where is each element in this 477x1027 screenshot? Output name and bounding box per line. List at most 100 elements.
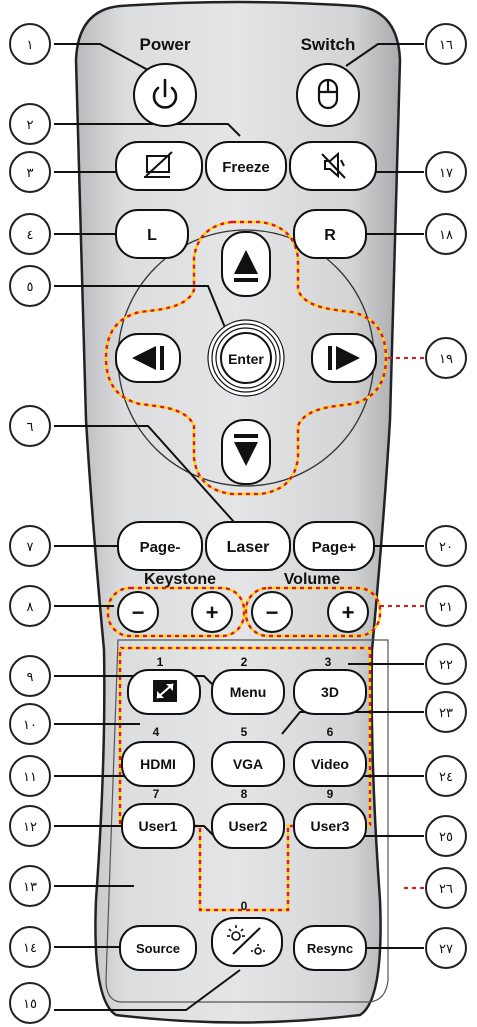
keypad-panel	[105, 639, 389, 1003]
r-button[interactable]: R	[293, 209, 367, 259]
svg-text:١١: ١١	[23, 770, 37, 785]
callout-8: ٨	[9, 585, 51, 627]
dpad-highlight-yellow	[104, 220, 388, 496]
display-mode-icon	[227, 925, 265, 955]
source-label: Source	[136, 941, 180, 956]
user1-button[interactable]: User1	[121, 803, 195, 849]
callout-10: ١٠	[9, 703, 51, 745]
freeze-button[interactable]: Freeze	[205, 141, 287, 191]
resync-button[interactable]: Resync	[293, 925, 367, 971]
keypad-number: 8	[241, 787, 248, 801]
svg-text:١٧: ١٧	[439, 166, 453, 181]
left-button[interactable]	[115, 333, 181, 383]
page-down-button[interactable]: Page-	[117, 521, 203, 571]
callout-27: ٢٧	[425, 927, 467, 969]
page-plus-label: Page+	[312, 539, 357, 556]
callout-1: ١	[9, 23, 51, 65]
user3-button[interactable]: User3	[293, 803, 367, 849]
callout-17: ١٧	[425, 151, 467, 193]
svg-text:١٤: ١٤	[23, 941, 37, 956]
keypad-number: 4	[153, 725, 160, 739]
power-icon	[152, 78, 178, 109]
3d-label: 3D	[321, 684, 339, 700]
arrow-right-icon	[328, 346, 360, 370]
svg-text:٢٧: ٢٧	[439, 942, 453, 957]
callout-18: ١٨	[425, 213, 467, 255]
hdmi-button[interactable]: HDMI	[121, 741, 195, 787]
callout-9: ٩	[9, 655, 51, 697]
callout-24: ٢٤	[425, 755, 467, 797]
vga-label: VGA	[233, 756, 263, 772]
video-label: Video	[311, 756, 349, 772]
mute-icon	[321, 151, 346, 179]
power-button[interactable]	[133, 63, 197, 127]
callout-25: ٢٥	[425, 815, 467, 857]
svg-text:٢٠: ٢٠	[439, 540, 453, 555]
keystone-plus-label: +	[206, 600, 219, 625]
resync-label: Resync	[307, 941, 353, 956]
mode-button[interactable]	[211, 917, 283, 967]
svg-text:٤: ٤	[27, 228, 34, 243]
laser-label: Laser	[227, 539, 270, 556]
keypad-highlight-yellow	[118, 646, 372, 912]
callout-15: ١٥	[9, 982, 51, 1024]
user2-label: User2	[229, 818, 268, 834]
keystone-highlight-yellow	[106, 586, 246, 638]
user3-label: User3	[311, 818, 350, 834]
switch-button[interactable]	[296, 63, 360, 127]
volume-minus-label: −	[266, 600, 279, 625]
video-button[interactable]: Video	[293, 741, 367, 787]
laser-button[interactable]: Laser	[205, 521, 291, 571]
arrow-down-icon	[234, 434, 258, 466]
blank-button[interactable]	[115, 141, 203, 191]
keystone-plus-button[interactable]: +	[191, 591, 233, 633]
user1-label: User1	[139, 818, 178, 834]
callout-11: ١١	[9, 755, 51, 797]
r-label: R	[324, 227, 336, 244]
callout-14: ١٤	[9, 926, 51, 968]
svg-text:٢: ٢	[27, 118, 34, 133]
svg-text:١٥: ١٥	[23, 997, 37, 1012]
3d-button[interactable]: 3D	[293, 669, 367, 715]
up-button[interactable]	[221, 231, 271, 297]
keypad-number: 5	[241, 725, 248, 739]
volume-highlight-yellow	[244, 586, 382, 638]
mouse-icon	[317, 78, 339, 110]
volume-minus-button[interactable]: −	[251, 591, 293, 633]
down-button[interactable]	[221, 419, 271, 485]
keypad-number: 9	[327, 787, 334, 801]
svg-text:١٠: ١٠	[23, 718, 37, 733]
svg-text:١٦: ١٦	[439, 38, 453, 53]
arrow-up-icon	[234, 250, 258, 282]
callout-21: ٢١	[425, 585, 467, 627]
vga-button[interactable]: VGA	[211, 741, 285, 787]
mute-button[interactable]	[289, 141, 377, 191]
callout-20: ٢٠	[425, 525, 467, 567]
source-button[interactable]: Source	[119, 925, 197, 971]
enter-button[interactable]: Enter	[207, 319, 285, 397]
keystone-label: Keystone	[144, 571, 216, 588]
arrow-left-icon	[132, 346, 164, 370]
enter-label: Enter	[228, 351, 264, 367]
keypad-number: 0	[241, 899, 248, 913]
callout-3: ٣	[9, 151, 51, 193]
page-up-button[interactable]: Page+	[293, 521, 375, 571]
keypad-number: 6	[327, 725, 334, 739]
keystone-minus-button[interactable]: −	[117, 591, 159, 633]
callout-12: ١٢	[9, 805, 51, 847]
aspect-button[interactable]	[127, 669, 201, 715]
callout-16: ١٦	[425, 23, 467, 65]
svg-text:١: ١	[27, 38, 34, 53]
callout-22: ٢٢	[425, 643, 467, 685]
svg-text:٢٤: ٢٤	[439, 770, 453, 785]
callout-26: ٢٦	[425, 867, 467, 909]
menu-button[interactable]: Menu	[211, 669, 285, 715]
svg-text:٢٥: ٢٥	[439, 830, 453, 845]
svg-text:٢٦: ٢٦	[439, 882, 453, 897]
volume-plus-button[interactable]: +	[327, 591, 369, 633]
user2-button[interactable]: User2	[211, 803, 285, 849]
right-button[interactable]	[311, 333, 377, 383]
l-button[interactable]: L	[115, 209, 189, 259]
keystone-highlight	[106, 586, 246, 638]
